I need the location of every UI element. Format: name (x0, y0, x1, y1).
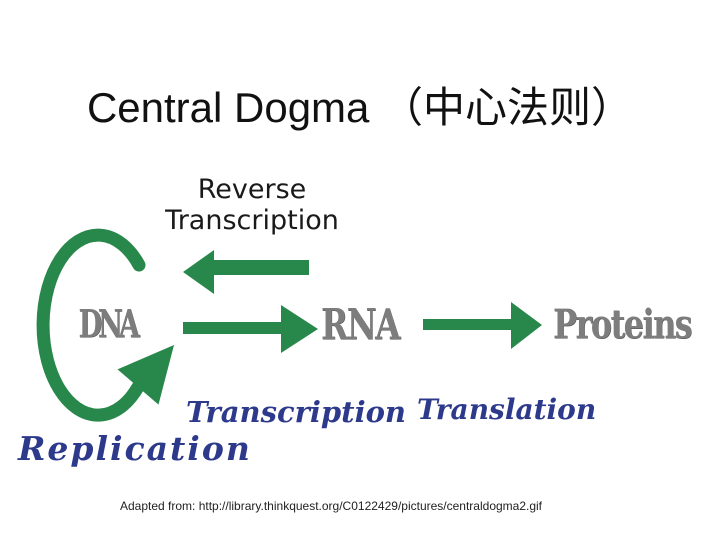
reverse-transcription-line1: Reverse (197, 174, 307, 205)
reverse-transcription-line2: Transcription (165, 205, 339, 236)
transcription-arrow (183, 305, 318, 353)
replication-label: Replication (18, 429, 252, 468)
node-rna: RNA (321, 300, 400, 349)
slide-title: Central Dogma （中心法则） (86, 84, 634, 131)
translation-label: Translation (417, 393, 597, 426)
replication-loop-arrowhead-icon (117, 345, 174, 405)
reverse-transcription-arrow (183, 250, 309, 294)
translation-arrow (423, 302, 542, 349)
node-dna: DNA (78, 301, 139, 346)
reverse-transcription-label: Reverse Transcription (127, 174, 377, 236)
citation-text: Adapted from: http://library.thinkquest.… (120, 499, 543, 513)
transcription-label: Transcription (186, 395, 407, 429)
node-proteins: Proteins (553, 301, 693, 348)
replication-loop-arrow (36, 228, 146, 422)
